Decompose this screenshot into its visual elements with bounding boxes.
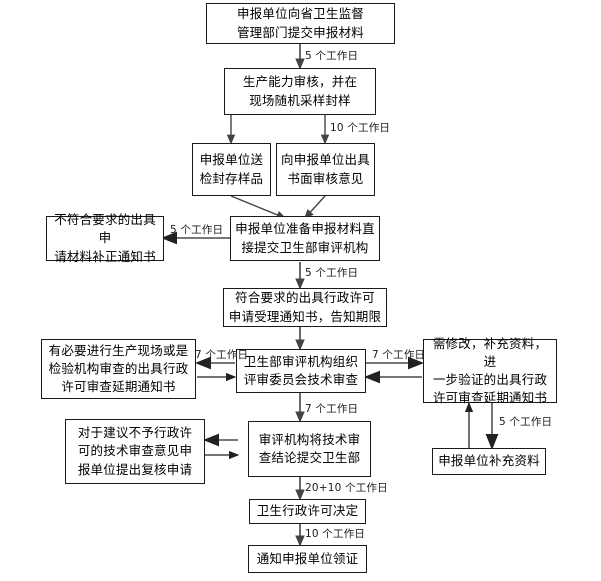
node-capacity-review[interactable]: 生产能力审核，并在 现场随机采样封样 <box>224 68 376 115</box>
edge-label-n14-n15: 10 个工作日 <box>305 528 366 540</box>
edge-label-n8-n13: 7 个工作日 <box>305 403 359 415</box>
edge-label-n5-n7: 5 个工作日 <box>305 267 359 279</box>
node-written-review-opinion[interactable]: 向申报单位出具 书面审核意见 <box>276 143 375 196</box>
node-correction-notice[interactable]: 不符合要求的出具申 请材料补正通知书 <box>46 212 164 264</box>
node-submit-conclusion-to-moh[interactable]: 审评机构将技术审 查结论提交卫生部 <box>248 421 371 477</box>
edge-label-n8-n10: 7 个工作日 <box>372 349 426 361</box>
node-prepare-and-submit-to-moh[interactable]: 申报单位准备申报材料直 接提交卫生部审评机构 <box>230 216 380 261</box>
edge-label-n1-n2: 5 个工作日 <box>305 50 359 62</box>
node-technical-review-committee[interactable]: 卫生部审评机构组织 评审委员会技术审查 <box>236 349 366 393</box>
edge-label-n2-n4: 10 个工作日 <box>330 122 391 134</box>
edge-label-n8-n9: 7 个工作日 <box>195 349 249 361</box>
edge-label-n5-n6: 5 个工作日 <box>170 224 224 236</box>
node-submit-application[interactable]: 申报单位向省卫生监督 管理部门提交申报材料 <box>206 3 395 44</box>
node-onsite-inspection-extension-notice[interactable]: 有必要进行生产现场或是 检验机构审查的出具行政 许可审查延期通知书 <box>41 339 196 399</box>
node-administrative-license-decision[interactable]: 卫生行政许可决定 <box>249 499 366 524</box>
node-send-sealed-sample[interactable]: 申报单位送 检封存样品 <box>192 143 271 196</box>
node-applicant-supplement-materials[interactable]: 申报单位补充资料 <box>432 448 546 475</box>
connector-n4-n5 <box>304 195 326 220</box>
edge-label-n10-n11: 5 个工作日 <box>499 416 553 428</box>
node-supplement-extension-notice[interactable]: 需修改，补充资料，进 一步验证的出具行政 许可审查延期通知书 <box>423 336 557 405</box>
edge-label-n13-n14: 20+10 个工作日 <box>305 482 388 494</box>
node-acceptance-notice[interactable]: 符合要求的出具行政许可 申请受理通知书，告知期限 <box>223 288 387 327</box>
node-reconsideration-request[interactable]: 对于建议不予行政许 可的技术审查意见申 报单位提出复核申请 <box>65 419 205 484</box>
node-notify-collect-certificate[interactable]: 通知申报单位领证 <box>248 545 367 573</box>
connector-n3-n5 <box>230 195 287 219</box>
